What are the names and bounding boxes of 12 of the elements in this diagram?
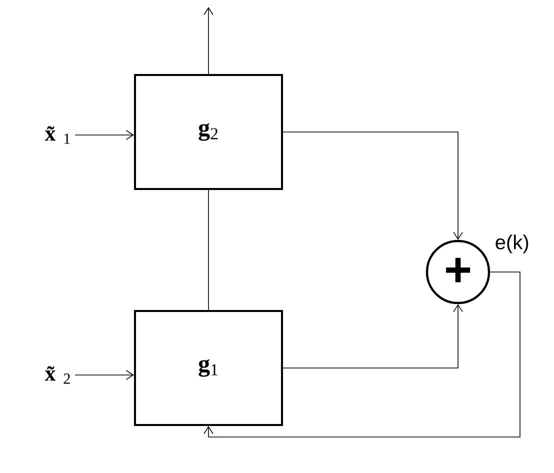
- process-box: g$_{2}$: [134, 74, 283, 190]
- arrow: [204, 7, 214, 74]
- arrow: [74, 130, 134, 140]
- arrow: [282, 132, 463, 240]
- process-box: g$_{1}$: [134, 310, 283, 426]
- arrow: [282, 304, 463, 368]
- summing-junction: +: [426, 240, 490, 304]
- arrow: [74, 370, 134, 380]
- input-label: x̃$_{1}$: [44, 126, 70, 144]
- edge-label: e(k): [496, 234, 528, 254]
- arrow: [204, 272, 520, 438]
- input-label: x̃$_{2}$: [44, 366, 70, 384]
